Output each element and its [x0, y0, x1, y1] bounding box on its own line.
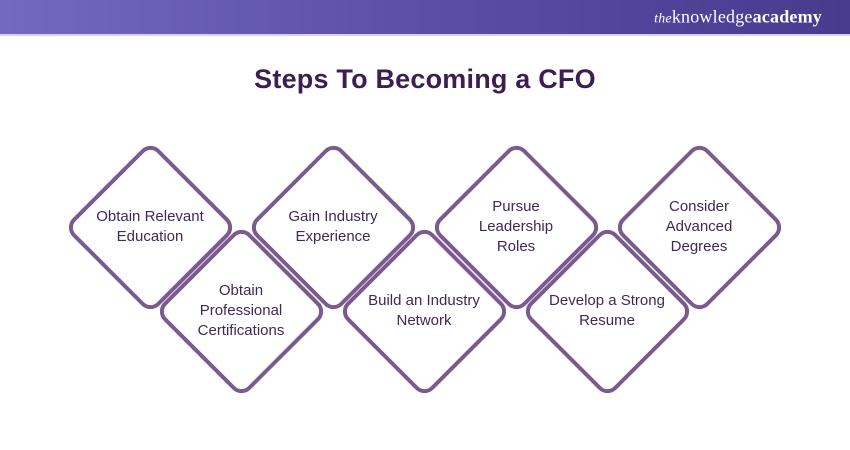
step-label-5: Obtain Professional Certifications [197, 282, 285, 339]
step-label-7: Develop a Strong Resume [549, 292, 665, 329]
step-label-6: Build an Industry Network [368, 292, 480, 329]
logo-academy: academy [752, 6, 822, 27]
logo-knowledge: knowledge [671, 6, 753, 27]
step-label-3: Pursue Leadership Roles [478, 198, 554, 255]
step-label-4: Consider Advanced Degrees [665, 198, 733, 255]
step-label-1: Obtain Relevant Education [96, 208, 204, 245]
brand-logo: theknowledgeacademy [654, 7, 822, 28]
header-bar: theknowledgeacademy [0, 0, 850, 36]
page-title: Steps To Becoming a CFO [254, 64, 596, 94]
step-label-2: Gain Industry Experience [288, 208, 378, 245]
logo-the: the [654, 11, 672, 27]
